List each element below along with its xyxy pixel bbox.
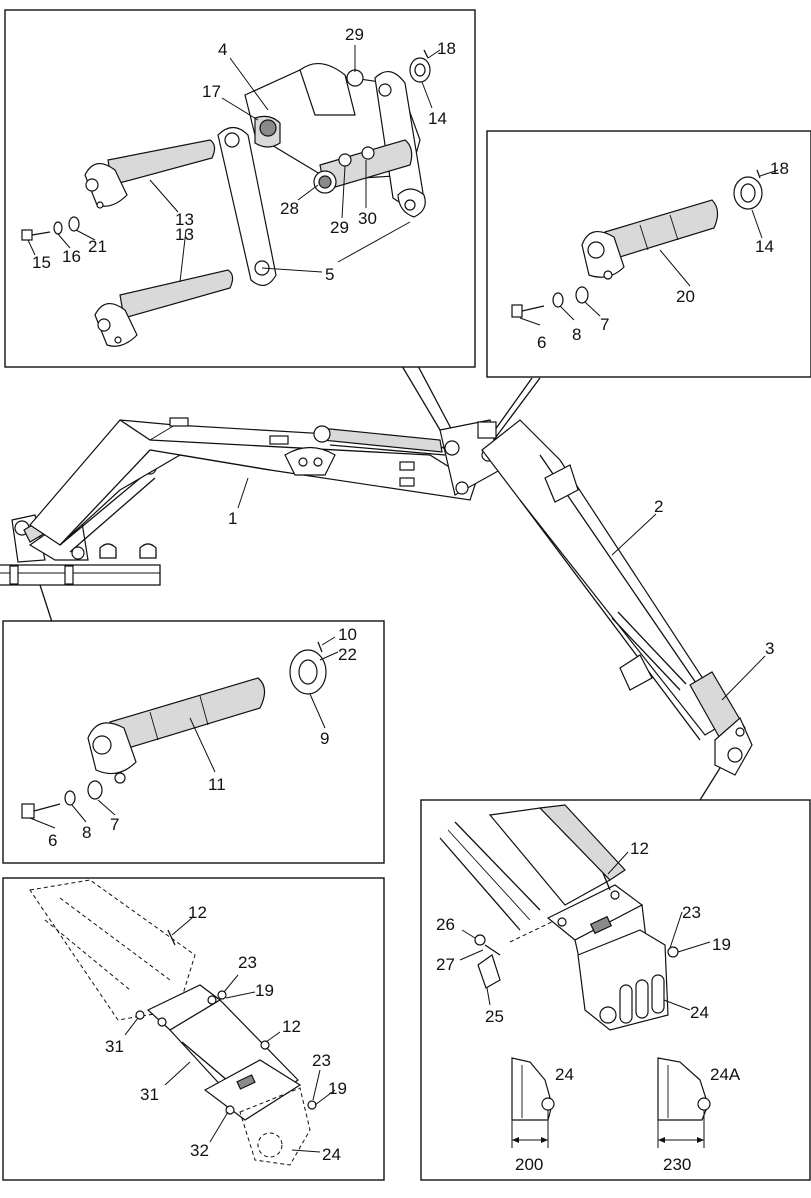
callout-17: 17	[202, 82, 221, 101]
callout-30: 30	[358, 209, 377, 228]
dimension-200: 200	[515, 1155, 543, 1174]
callout-1: 1	[228, 509, 237, 528]
main-callouts: 1 2 3	[228, 477, 774, 701]
callout-12: 12	[630, 839, 649, 858]
callout-2: 2	[654, 497, 663, 516]
callout-13: 13	[175, 210, 194, 229]
callout-31: 31	[105, 1037, 124, 1056]
callout-25: 25	[485, 1007, 504, 1026]
detail-panel-boom-tip-extension: 12 23 19 31 12 23 19 31 32 24	[2, 877, 385, 1181]
callout-24-small: 24	[555, 1065, 574, 1084]
callout-19: 19	[255, 981, 274, 1000]
callout-20: 20	[676, 287, 695, 306]
callout-13b: 13	[175, 225, 194, 244]
callout-27: 27	[436, 955, 455, 974]
callout-23b: 23	[312, 1051, 331, 1070]
callout-9: 9	[320, 729, 329, 748]
detail-panel-outer-boom-pin: 18 14 20 6 8 7	[486, 130, 811, 378]
callout-12b: 12	[282, 1017, 301, 1036]
callout-11: 11	[208, 775, 226, 794]
callout-8: 8	[572, 325, 581, 344]
callout-19b: 19	[328, 1079, 347, 1098]
callout-29: 29	[345, 25, 364, 44]
main-boom-assembly	[0, 365, 753, 801]
callout-29b: 29	[330, 218, 349, 237]
callout-28: 28	[280, 199, 299, 218]
callout-12: 12	[188, 903, 207, 922]
callout-23: 23	[682, 903, 701, 922]
callout-21: 21	[88, 237, 107, 256]
callout-4: 4	[218, 40, 227, 59]
callout-16: 16	[62, 247, 81, 266]
callout-3: 3	[765, 639, 774, 658]
callout-18: 18	[770, 159, 789, 178]
callout-14: 14	[428, 109, 447, 128]
callout-24: 24	[690, 1003, 709, 1022]
callout-23: 23	[238, 953, 257, 972]
callout-15: 15	[32, 253, 51, 272]
callout-7: 7	[110, 815, 119, 834]
callout-32: 32	[190, 1141, 209, 1160]
detail-panel-base-pin: 10 22 9 11 6 8 7	[2, 620, 385, 864]
callout-31b: 31	[140, 1085, 159, 1104]
detail-panel-hook-bracket: 12 23 19 26 27 25 24 24 24A 200 230	[420, 799, 811, 1181]
callout-14: 14	[755, 237, 774, 256]
callout-19: 19	[712, 935, 731, 954]
callout-8: 8	[82, 823, 91, 842]
callout-18: 18	[437, 39, 456, 58]
callout-5: 5	[325, 265, 334, 284]
callout-24a: 24A	[710, 1065, 741, 1084]
callout-26: 26	[436, 915, 455, 934]
callout-22: 22	[338, 645, 357, 664]
callout-6: 6	[48, 831, 57, 850]
callout-10: 10	[338, 625, 357, 644]
callout-6: 6	[537, 333, 546, 352]
callout-24: 24	[322, 1145, 341, 1164]
detail-panel-knuckle-joint: 4 29 18 17 14 28 29 30 13 15 16 21 13 5	[4, 9, 476, 368]
callout-7: 7	[600, 315, 609, 334]
dimension-230: 230	[663, 1155, 691, 1174]
